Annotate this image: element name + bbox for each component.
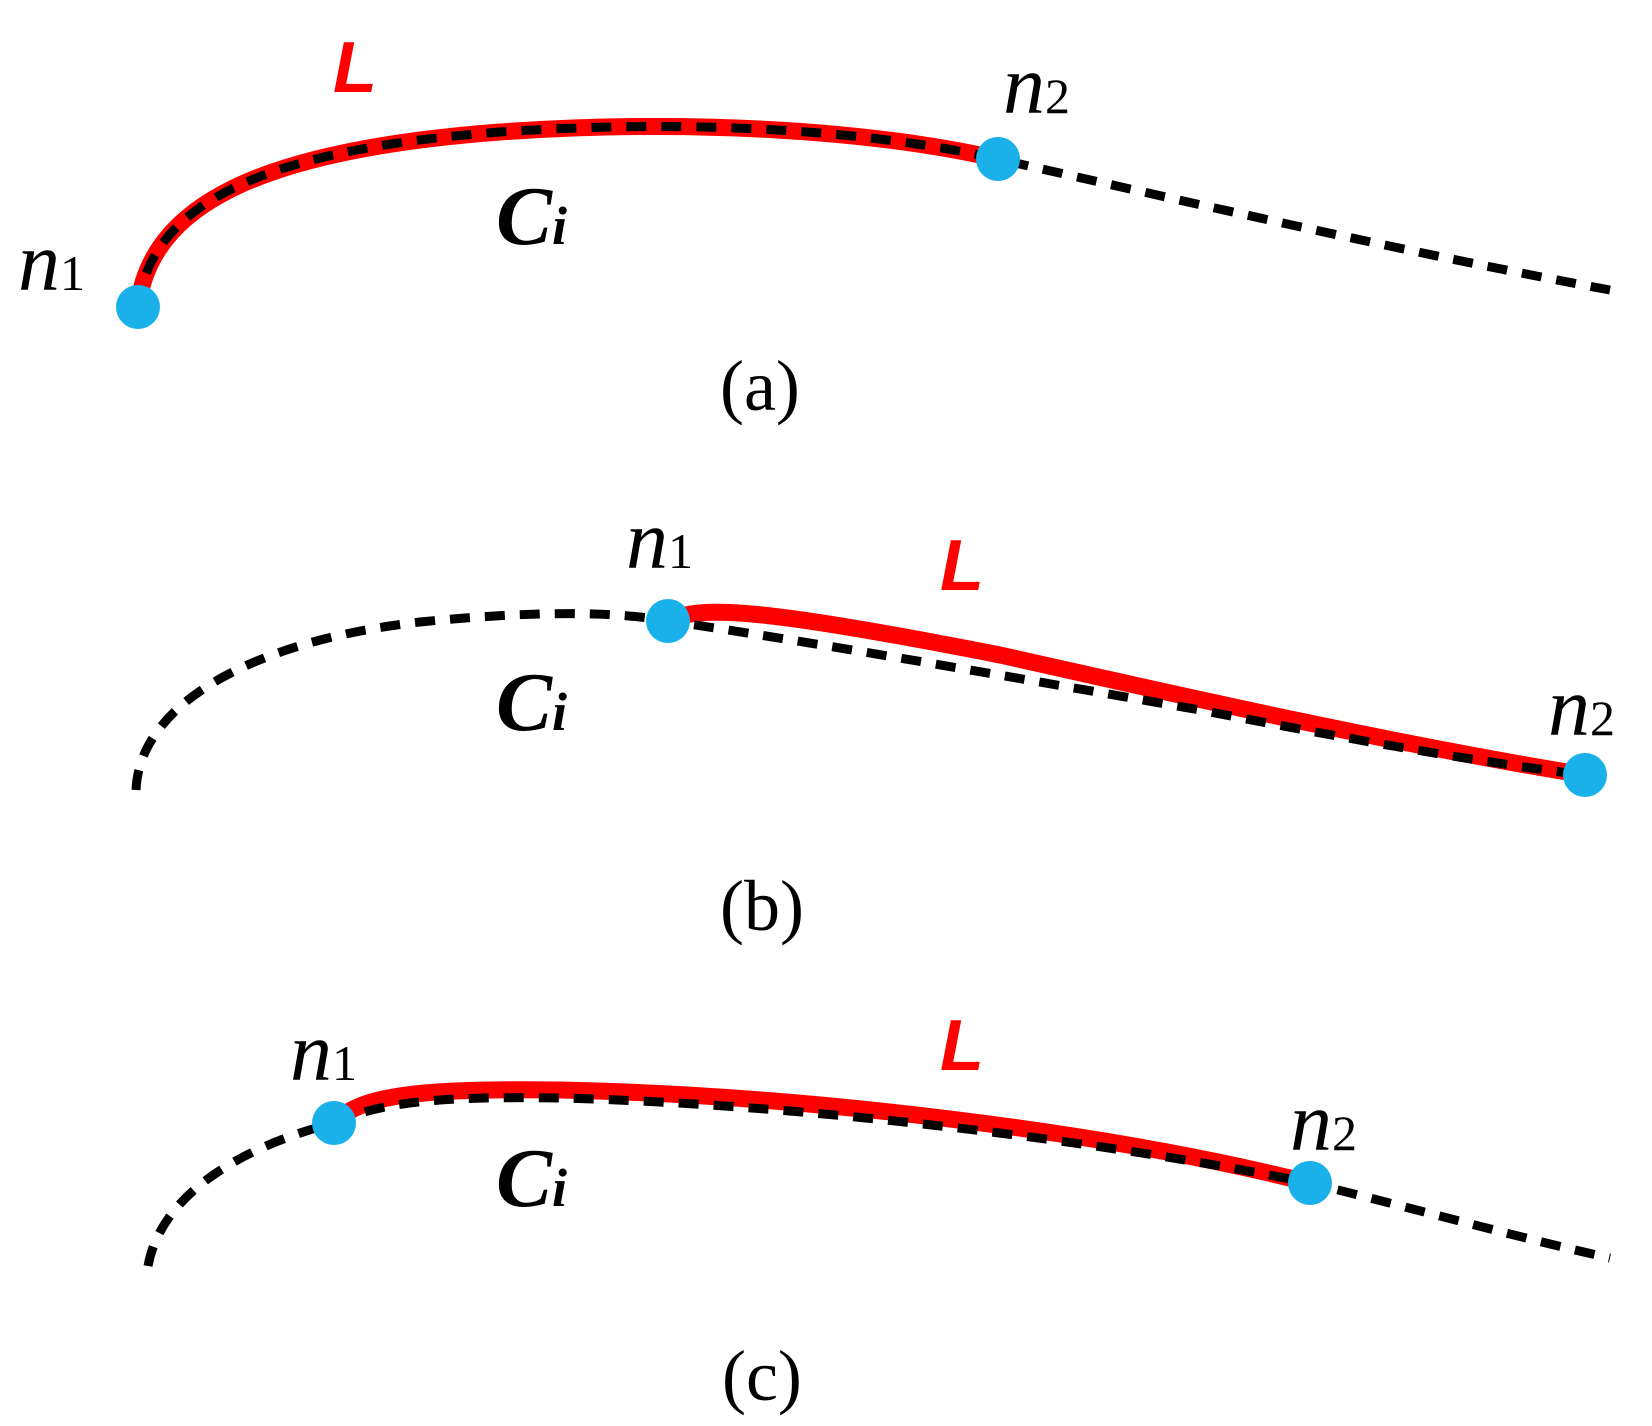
segment-label-L: L [940, 1006, 984, 1086]
segment-L-highlight [129, 117, 1007, 316]
node1-label-subscript: 1 [332, 1035, 357, 1091]
curve-label-subscript: i [552, 682, 567, 742]
node-n2 [976, 137, 1020, 181]
node-n1 [312, 1101, 356, 1145]
curve-label-C: C [496, 1132, 553, 1225]
panel-c: n1 L Ci n2 (c) [143, 1006, 1611, 1416]
caption-b: (b) [720, 866, 804, 946]
curve-Ci [133, 121, 1611, 308]
node2-label-var: n [1290, 1076, 1332, 1169]
curve-label-Ci: Ci [496, 170, 567, 263]
node1-label-var: n [18, 216, 60, 309]
curve-label-subscript: i [552, 1158, 567, 1218]
node-n2 [1288, 1161, 1332, 1205]
node2-label-subscript: 2 [1045, 68, 1070, 124]
curve-label-Ci: Ci [496, 1132, 567, 1225]
curve-label-Ci: Ci [496, 656, 567, 749]
node1-label: n1 [626, 494, 693, 587]
node2-label-var: n [1003, 39, 1045, 132]
node1-label-var: n [626, 494, 668, 587]
caption-a: (a) [720, 346, 800, 426]
node1-label-subscript: 1 [60, 245, 85, 301]
curve-label-subscript: i [552, 196, 567, 256]
node-n1 [646, 599, 690, 643]
node1-label: n1 [290, 1006, 357, 1099]
caption-c: (c) [722, 1336, 802, 1416]
curve-label-C: C [496, 656, 553, 749]
node1-label: n1 [18, 216, 85, 309]
node2-label: n2 [1548, 661, 1615, 754]
curve-label-C: C [496, 170, 553, 263]
segment-label-L: L [940, 526, 984, 606]
node-n1 [116, 285, 160, 329]
segment-L-highlight [325, 1081, 1319, 1192]
curve-Ci [131, 609, 1586, 791]
node2-label-var: n [1548, 661, 1590, 754]
node2-label-subscript: 2 [1590, 690, 1615, 746]
node2-label: n2 [1003, 39, 1070, 132]
segment-label-L: L [333, 28, 377, 108]
node-n2 [1563, 753, 1607, 797]
panel-b: n1 L Ci n2 (b) [131, 494, 1615, 946]
node1-label-var: n [290, 1006, 332, 1099]
panel-a: L n2 n1 Ci (a) [18, 28, 1611, 426]
node2-label-subscript: 2 [1332, 1105, 1357, 1161]
node1-label-subscript: 1 [668, 523, 693, 579]
node2-label: n2 [1290, 1076, 1357, 1169]
curve-Ci [143, 1093, 1611, 1267]
segment-L-highlight [659, 603, 1594, 784]
